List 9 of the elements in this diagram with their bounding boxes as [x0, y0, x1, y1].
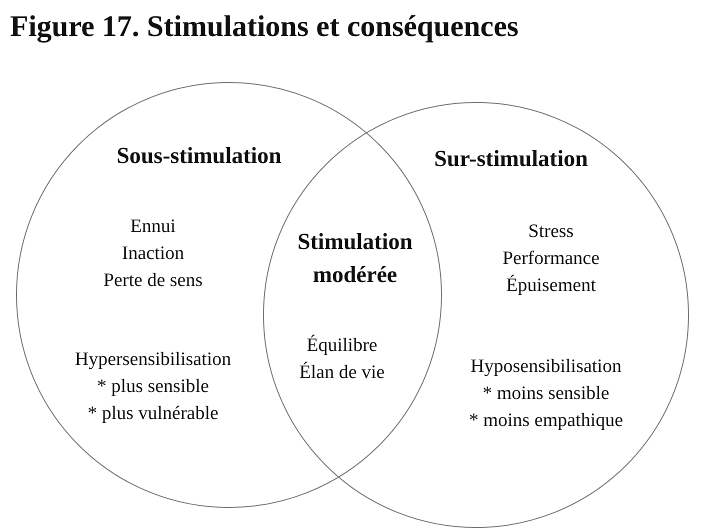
item-list: Ennui Inaction Perte de sens	[103, 213, 203, 294]
figure-title: Figure 17. Stimulations et conséquences	[10, 10, 519, 44]
item-list: Hypersensibilisation * plus sensible * plus vulnérable	[74, 346, 232, 427]
circle-heading: Sur-stimulation	[434, 145, 588, 173]
item-list: Équilibre Élan de vie	[299, 332, 385, 386]
item-list: Stress Performance Épuisement	[502, 218, 600, 299]
circle-heading: Sous-stimulation	[116, 142, 282, 170]
overlap-heading: Stimulation modérée	[297, 228, 413, 289]
item-list: Hyposensibilisation * moins sensible * moins empathique	[468, 353, 624, 434]
